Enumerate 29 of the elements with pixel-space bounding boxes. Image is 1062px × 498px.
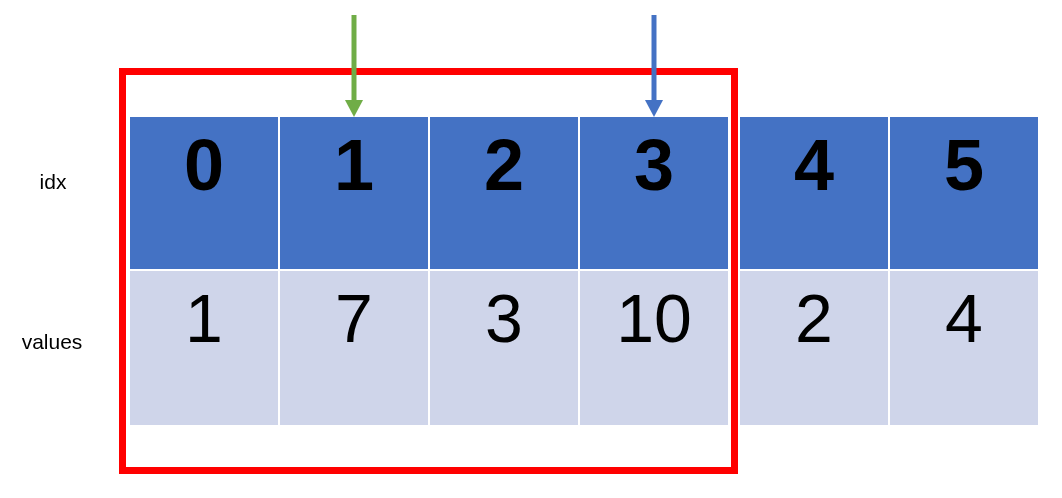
value-number: 4 [945,284,983,352]
value-number: 3 [485,284,523,352]
value-cell [740,271,888,425]
pointer-arrow [645,15,663,117]
row-label: idx [39,170,67,192]
value-cell [580,271,728,425]
index-number: 0 [183,129,224,201]
value-cell [130,271,278,425]
value-number: 2 [795,284,833,352]
row-label: values [21,330,83,352]
index-cell [280,117,428,269]
index-cell [130,117,278,269]
index-cell [430,117,578,269]
value-number: 7 [335,284,373,352]
pointer-arrow [345,15,363,117]
index-number: 5 [943,129,984,201]
index-number: 4 [793,129,834,201]
index-number: 2 [483,129,524,201]
index-cell [580,117,728,269]
index-cell [740,117,888,269]
value-number: 1 [185,284,223,352]
value-cell [280,271,428,425]
index-number: 1 [333,129,374,201]
highlight-frame [119,68,738,474]
index-cell [890,117,1038,269]
index-number: 3 [633,129,674,201]
value-number: 10 [616,284,692,352]
value-cell [430,271,578,425]
value-cell [890,271,1038,425]
